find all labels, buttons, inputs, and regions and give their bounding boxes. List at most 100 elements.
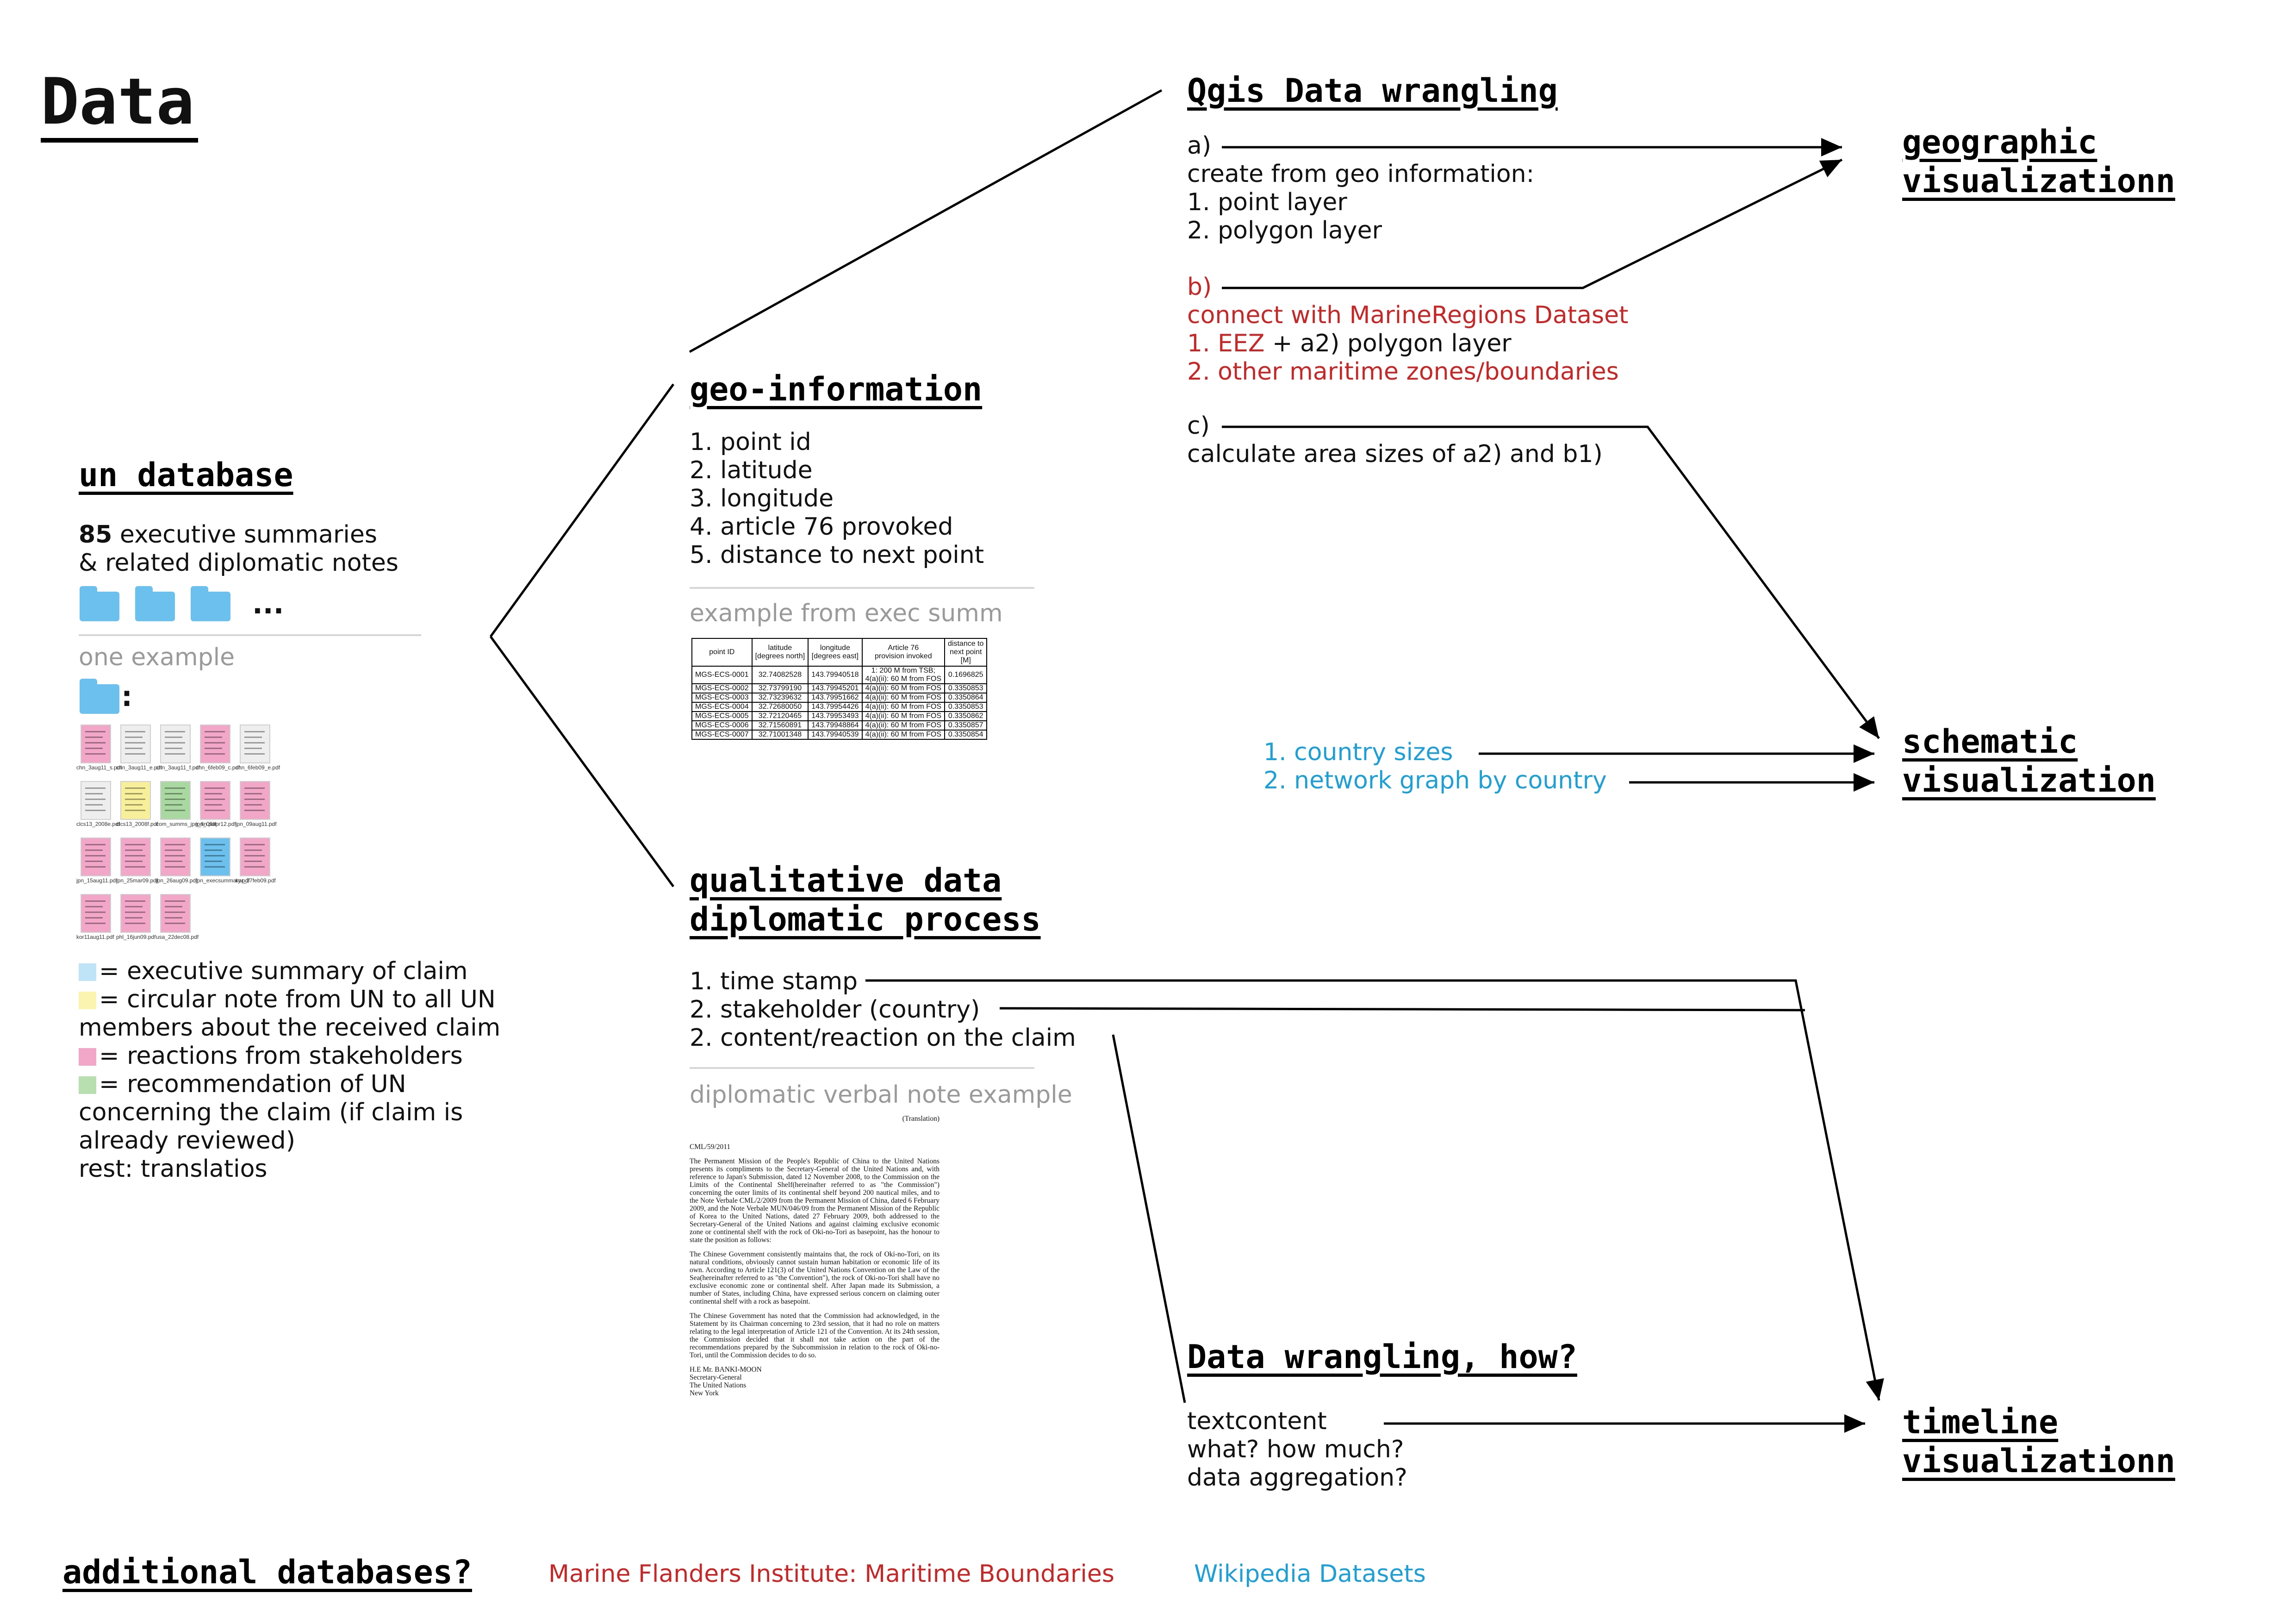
legend-item: = recommendation of UN <box>79 1070 500 1099</box>
qgis-b-label: b) <box>1187 273 1212 301</box>
country-item: 1. country sizes <box>1263 738 1453 766</box>
qgis-a-label: a) <box>1187 132 1212 160</box>
pdf-file-icon[interactable] <box>200 837 230 876</box>
legend-item: = circular note from UN to all UN <box>79 986 500 1014</box>
pdf-file-icon[interactable] <box>120 781 151 820</box>
table-cell: 4(a)(ii): 60 M from FOS <box>861 730 946 740</box>
pdf-file-icon[interactable] <box>240 781 270 820</box>
legend-item: rest: translatios <box>79 1155 500 1183</box>
arrow-b-to-geographic <box>1222 158 1843 289</box>
geo-item: 4. article 76 provoked <box>690 513 953 541</box>
qgis-section-b: b) connect with MarineRegions Dataset 1.… <box>1187 273 1629 386</box>
pdf-file-name: chn_3aug11_f.pdf <box>156 764 200 771</box>
table-cell: 143.79945201 <box>808 684 863 693</box>
pdf-file-icon[interactable] <box>200 781 230 820</box>
legend-text: = recommendation of UN <box>99 1070 406 1098</box>
pdf-file-name: jpn_15aug11.pdf <box>76 877 118 884</box>
pdf-file-icon[interactable] <box>240 725 270 763</box>
pdf-file-icon[interactable] <box>160 894 191 933</box>
arrow-c-to-schematic <box>1222 425 1880 739</box>
folder-icon[interactable] <box>80 586 119 621</box>
pdf-file-icon[interactable] <box>160 725 191 763</box>
table-cell: 32.73239632 <box>751 693 809 703</box>
qualitative-heading: qualitative data diplomatic process <box>690 861 1041 939</box>
geo-information-heading: geo-information <box>690 370 983 408</box>
table-cell: 0.1696825 <box>944 666 988 684</box>
folder-icon[interactable] <box>80 679 119 714</box>
legend-swatch <box>79 1076 96 1094</box>
pdf-file-icon[interactable] <box>81 894 111 933</box>
divider <box>690 587 1034 589</box>
divider <box>690 1067 1034 1069</box>
geographic-visualization-heading: geographic visualizationn <box>1902 123 2176 200</box>
pdf-file-icon[interactable] <box>81 837 111 876</box>
pdf-file-icon[interactable] <box>120 894 151 933</box>
geo-item: 5. distance to next point <box>690 541 984 569</box>
divider <box>79 634 421 636</box>
additional-databases-heading: additional databases? <box>62 1553 473 1591</box>
pdf-file-icon[interactable] <box>81 781 111 820</box>
geo-information-list: 1. point id 2. latitude 3. longitude 4. … <box>690 428 984 569</box>
verbal-note-document: (Translation) CML/59/2011 The Permanent … <box>690 1115 940 1397</box>
legend-text: = circular note from UN to all UN <box>99 986 496 1013</box>
pdf-file-name: jpn_execsummary.pdf <box>196 877 250 884</box>
line-geo-to-qgis <box>689 89 1163 353</box>
country-item: 2. network graph by country <box>1263 767 1607 794</box>
un-database-heading: un database <box>79 456 293 494</box>
one-example-label: one example <box>79 643 235 671</box>
pdf-file-name: kor_27feb09.pdf <box>236 877 276 884</box>
more-ellipsis: ... <box>252 588 284 620</box>
folder-icon[interactable] <box>135 586 175 621</box>
pdf-file-icon[interactable] <box>160 781 191 820</box>
pdf-file-icon[interactable] <box>120 837 151 876</box>
pdf-file-name: chn_3aug11_e.pdf <box>116 764 162 771</box>
folder-icon[interactable] <box>191 586 230 621</box>
table-cell: 4(a)(ii): 60 M from FOS <box>861 712 946 721</box>
line-content <box>1112 1034 1186 1403</box>
pdf-file-icon[interactable] <box>160 837 191 876</box>
branch-line-to-geo <box>489 383 675 637</box>
table-cell: MGS-ECS-0002 <box>691 684 753 693</box>
qual-item: 1. time stamp <box>690 968 858 995</box>
pdf-file-name: com_summs_jpn_fin.pdf <box>156 821 217 827</box>
table-cell: 4(a)(ii): 60 M from FOS <box>861 684 946 693</box>
qgis-heading: Qgis Data wrangling <box>1187 72 1558 110</box>
table-header-cell: latitude[degrees north] <box>751 638 809 667</box>
pdf-file-name: jpn_09apr12.pdf <box>196 821 236 827</box>
pdf-file-name: jpn_26aug09.pdf <box>156 877 198 884</box>
pdf-file-icon[interactable] <box>81 725 111 763</box>
pdf-file-name: chn_6feb09_c.pdf <box>196 764 240 771</box>
legend-item: = reactions from stakeholders <box>79 1042 500 1070</box>
marine-flanders-link[interactable]: Marine Flanders Institute: Maritime Boun… <box>548 1560 1114 1588</box>
geo-item: 2. latitude <box>690 456 813 484</box>
schematic-visualization-heading: schematic visualization <box>1902 723 2156 800</box>
legend-item: members about the received claim <box>79 1014 500 1042</box>
line-time-stamp <box>865 979 1884 1401</box>
pdf-file-icon[interactable] <box>120 725 151 763</box>
note-paragraph: The Chinese Government consistently main… <box>690 1250 940 1305</box>
qualitative-heading-line2: diplomatic process <box>690 900 1041 938</box>
table-cell: 32.74082528 <box>751 666 809 684</box>
legend-item: already reviewed) <box>79 1127 500 1155</box>
table-cell: 0.3350864 <box>944 693 988 703</box>
legend-swatch <box>79 963 96 981</box>
pdf-file-name: clcs13_2008e.pdf <box>76 821 120 827</box>
pdf-file-icon[interactable] <box>240 837 270 876</box>
pdf-file-name: kor11aug11.pdf <box>76 934 114 940</box>
wikipedia-datasets-link[interactable]: Wikipedia Datasets <box>1194 1560 1426 1588</box>
legend-text: already reviewed) <box>79 1127 295 1155</box>
qualitative-heading-line1: qualitative data <box>690 862 1002 899</box>
table-cell: 143.79948864 <box>808 721 863 731</box>
pdf-file-icon[interactable] <box>200 725 230 763</box>
verbal-note-example-label: diplomatic verbal note example <box>690 1081 1072 1109</box>
pdf-file-name: chn_6feb09_e.pdf <box>236 764 280 771</box>
